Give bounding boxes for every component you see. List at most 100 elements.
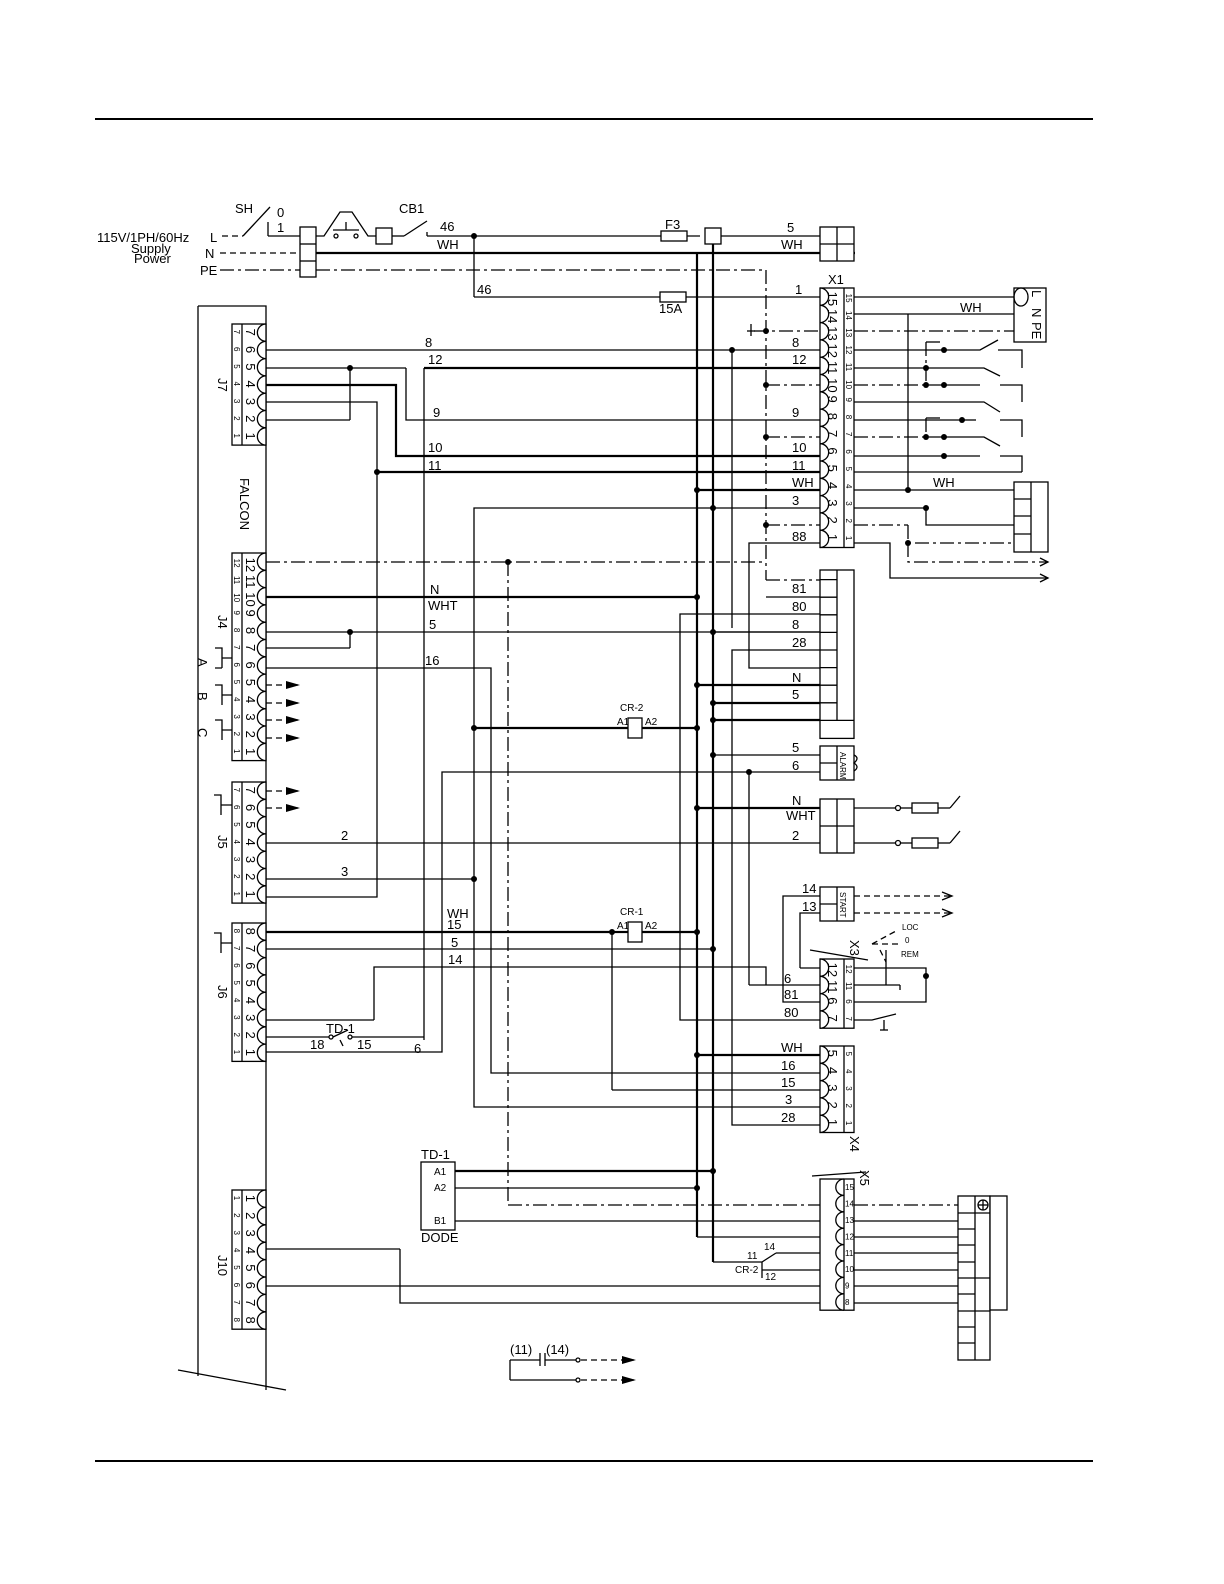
terminal-index: 15 (845, 1183, 854, 1192)
plug-l: L (1029, 290, 1044, 297)
terminal-number: 14 (825, 309, 840, 323)
plug-n: N (1029, 308, 1044, 317)
terminal-number: 6 (825, 997, 840, 1004)
wire-j7-10: 10 (428, 440, 442, 455)
pin-index: 1 (232, 1050, 241, 1055)
wire-start-13: 13 (802, 899, 816, 914)
pin-number: 1 (243, 432, 258, 439)
pin-index: 6 (232, 1283, 241, 1288)
wire-alarm-6: 6 (792, 758, 799, 773)
wire-j5-2: 2 (341, 828, 348, 843)
pin-index: 7 (232, 788, 241, 793)
terminal-number: 9 (825, 395, 840, 402)
pin-number: 7 (243, 1299, 258, 1306)
wire-1: 1 (795, 282, 802, 297)
wire-remote-wht: WHT (786, 808, 816, 823)
terminal-index: 8 (844, 415, 853, 420)
terminal-index: 7 (844, 432, 853, 437)
terminal-index: 3 (844, 501, 853, 506)
pin-index: 3 (232, 714, 241, 719)
controller-name: FALCON (237, 478, 252, 530)
pin-number: 4 (243, 839, 258, 846)
wire-b-8: 8 (792, 617, 799, 632)
supply-n-label: N (205, 246, 214, 261)
wire-j4-n: N (430, 582, 439, 597)
pin-index: 5 (232, 364, 241, 369)
pin-number: 3 (243, 398, 258, 405)
selector-rem: REM (901, 950, 919, 959)
relay-cr1-name: CR-1 (620, 907, 644, 918)
wire-b-5: 5 (792, 687, 799, 702)
pin-index: 9 (232, 611, 241, 616)
td1-b1: B1 (434, 1216, 447, 1227)
wire-wh-plug: WH (960, 300, 982, 315)
wire-x1-11: 11 (792, 458, 806, 473)
pin-number: 3 (243, 856, 258, 863)
pin-number: 4 (243, 997, 258, 1004)
timer-td1: TD-1 A1 A2 B1 DODE (420, 1147, 820, 1245)
wire-b-80: 80 (792, 599, 806, 614)
wire-x3-80: 80 (784, 1005, 798, 1020)
terminal-index: 10 (845, 1265, 854, 1274)
wire-x1-10: 10 (792, 440, 806, 455)
relay-cr1-a1: A1 (617, 921, 630, 932)
bblock-wiring: 81 80 8 28 N 5 (679, 581, 820, 1126)
x5-wiring: 11 14 12 CR-2 (266, 1171, 975, 1304)
pin-number: 1 (243, 890, 258, 897)
pin-index: 10 (232, 593, 241, 602)
wire-j4-wht: WHT (428, 598, 458, 613)
pin-number: 7 (243, 787, 258, 794)
td1-name: TD-1 (421, 1147, 450, 1162)
wire-x4-wh: WH (781, 1040, 803, 1055)
pin-number: 1 (243, 748, 258, 755)
connector-body (231, 1189, 267, 1330)
terminal-number: 15 (825, 292, 840, 306)
fuse-f3-label: F3 (665, 217, 680, 232)
pin-number: 6 (243, 1282, 258, 1289)
limit-switches (854, 339, 1023, 473)
terminal-number: 6 (825, 447, 840, 454)
pin-index: 1 (232, 891, 241, 896)
terminal-index: 1 (844, 536, 853, 541)
switch-sh-name: SH (235, 201, 253, 216)
wire-b-n: N (792, 670, 801, 685)
pin-number: 4 (243, 1247, 258, 1254)
pin-index: 7 (232, 946, 241, 951)
terminal-index: 2 (844, 1104, 853, 1109)
fuse-15a: 15A (659, 291, 687, 316)
pin-index: 1 (232, 1196, 241, 1201)
pin-number: 6 (243, 346, 258, 353)
j4-wiring: N WHT 5 16 (266, 559, 820, 1206)
pin-index: 1 (232, 433, 241, 438)
pin-number: 7 (243, 329, 258, 336)
pin-index: 2 (232, 874, 241, 879)
terminal-number: 11 (825, 361, 840, 375)
switch-sh-off: 0 (277, 205, 284, 220)
terminal-x5-name: X5 (857, 1170, 872, 1186)
pin-index: 2 (232, 416, 241, 421)
pin-number: 3 (243, 713, 258, 720)
output-arrow (286, 804, 300, 812)
wire-j4-16: 16 (425, 653, 439, 668)
pin-index: 7 (232, 645, 241, 650)
terminal-number: 2 (825, 517, 840, 524)
legend-right: (14) (546, 1342, 569, 1357)
supply-caption-2: Power (134, 251, 172, 266)
supply-caption-1: Supply (131, 241, 171, 256)
plug-lnpe: L N PE (1013, 287, 1047, 343)
terminal-index: 15 (844, 294, 853, 303)
terminal-body (819, 1178, 855, 1311)
wire-x4-16: 16 (781, 1058, 795, 1073)
output-arrow (286, 787, 300, 795)
j6-wiring: WH 15 5 14 (266, 906, 820, 1091)
terminal-body (819, 287, 855, 549)
terminal-index: 13 (844, 328, 853, 337)
pin-index: 5 (232, 822, 241, 827)
output-arrow (286, 716, 300, 724)
pin-index: 4 (232, 840, 241, 845)
terminal-index: 11 (845, 1249, 854, 1258)
